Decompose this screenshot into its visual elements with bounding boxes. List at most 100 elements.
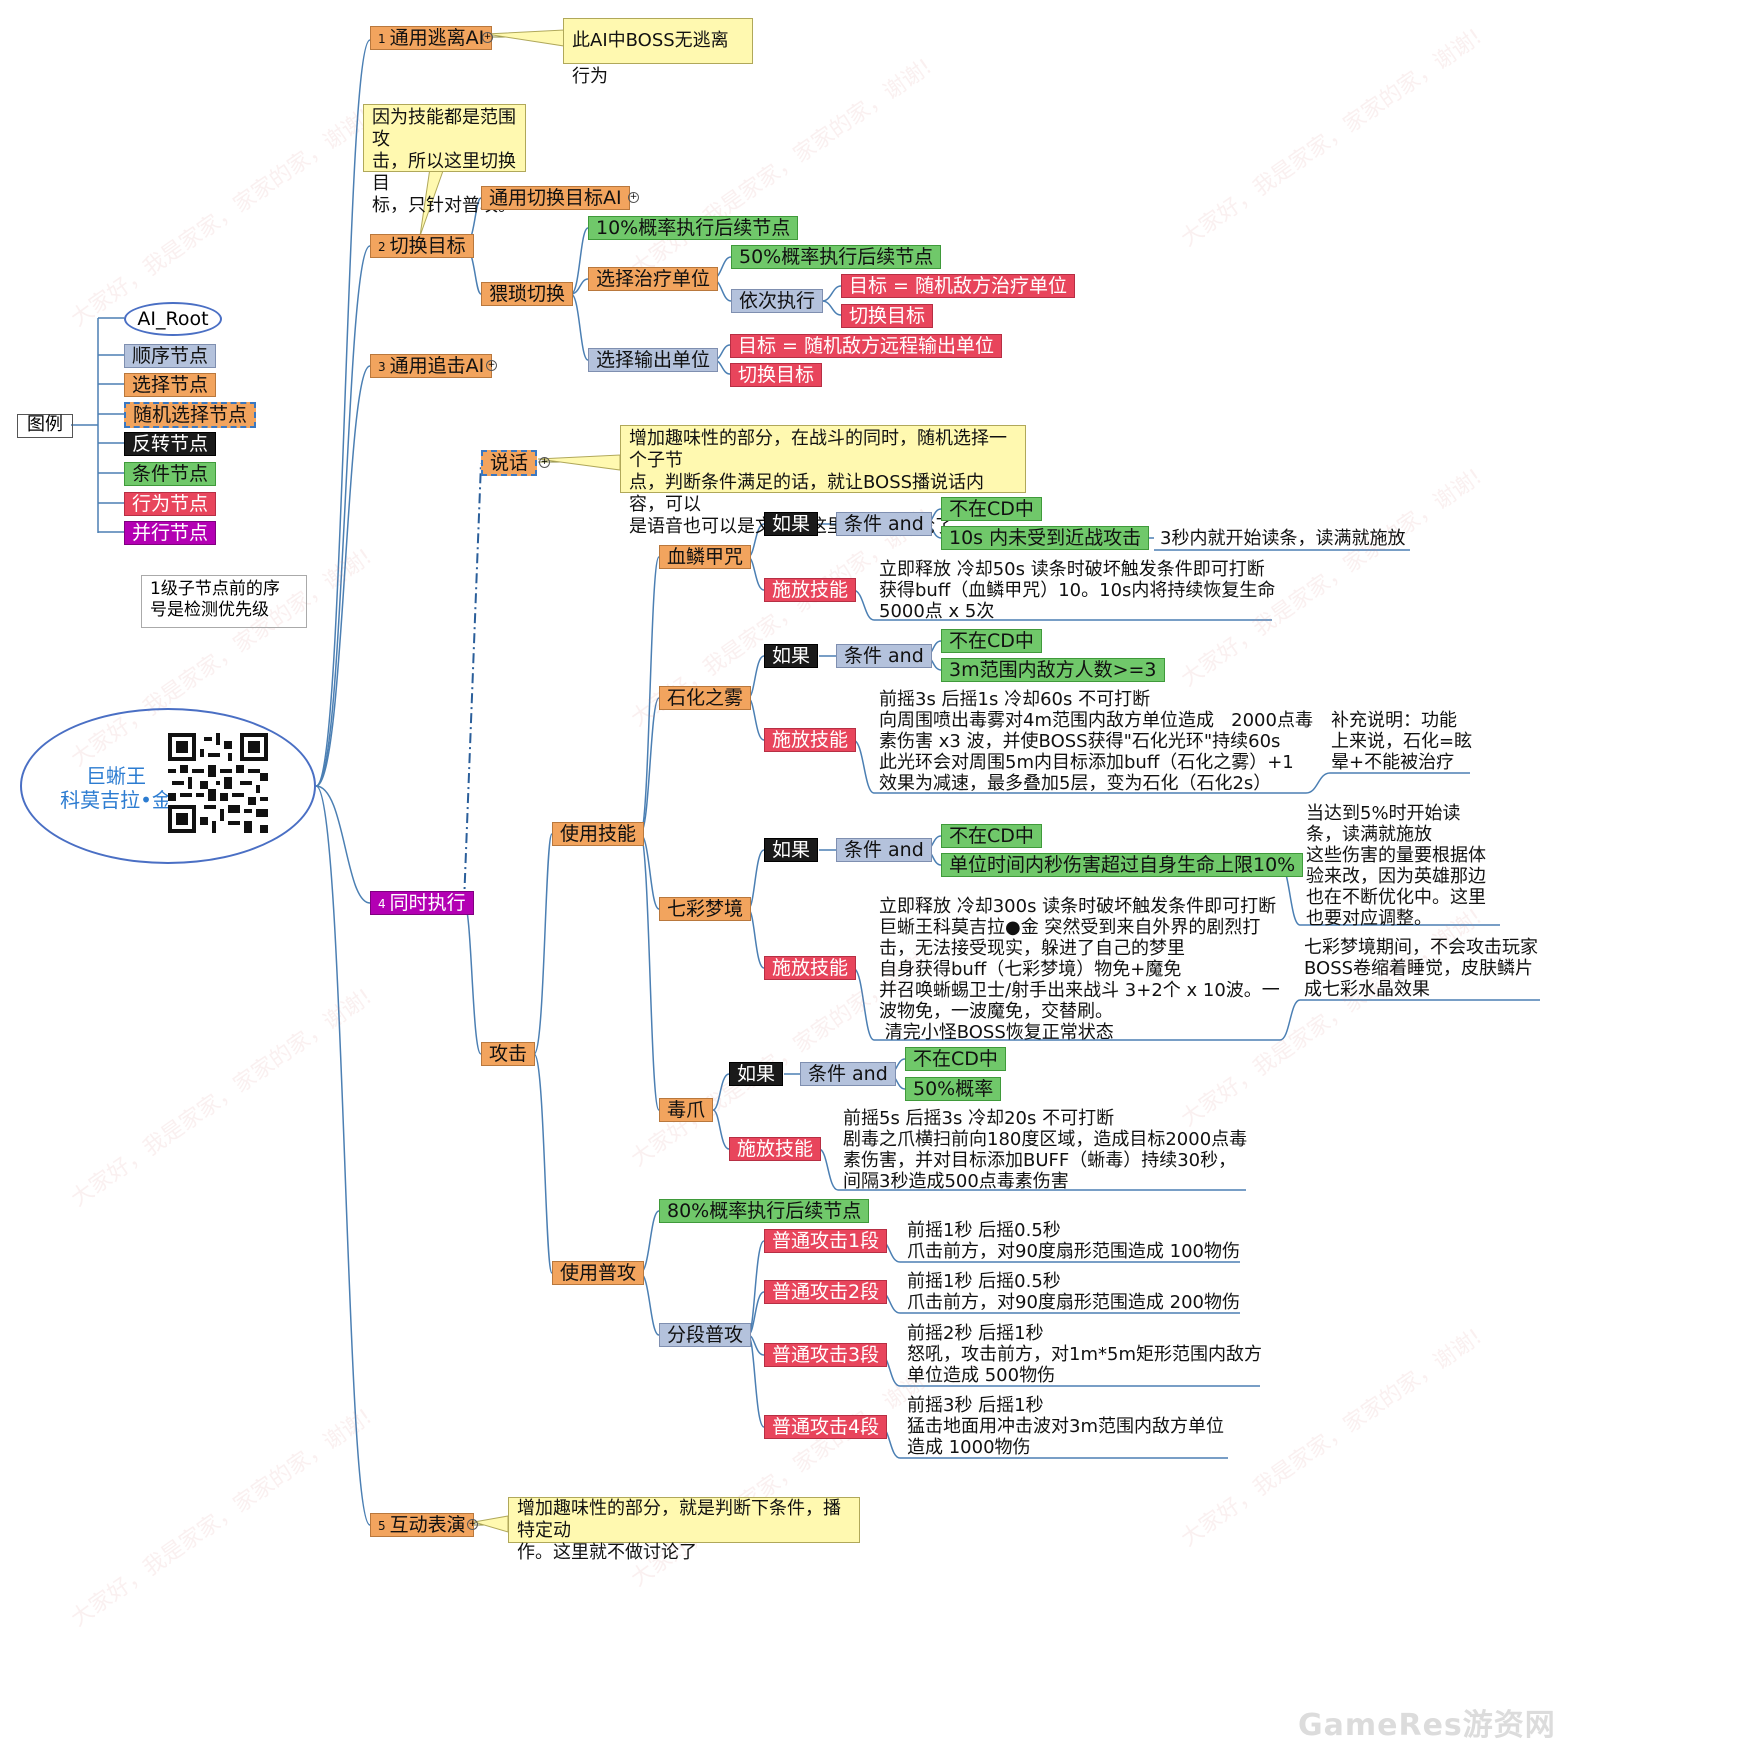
switch-target-action[interactable]: 切换目标 [841,304,934,328]
legend-cond-node[interactable]: 条件节点 [124,462,217,486]
legend-sel-node[interactable]: 选择节点 [124,373,217,397]
dps-exceeds-threshold[interactable]: 单位时间内秒伤害超过自身生命上限10% [941,853,1304,877]
select-dps[interactable]: 选择输出单位 [588,348,719,372]
cast-skill[interactable]: 施放技能 [729,1137,822,1161]
normal-attack-2[interactable]: 普通攻击2段 [764,1280,888,1304]
cunning-switch[interactable]: 猥琐切换 [481,282,574,306]
priority-index: 1 [378,32,386,46]
attack-desc: 前摇3秒 后摇1秒猛击地面用冲击波对3m范围内敌方单位造成 1000物伤 [907,1395,1224,1458]
skill-blood-scale[interactable]: 血鳞甲咒 [659,545,752,569]
target-random-ranged[interactable]: 目标 = 随机敌方远程输出单位 [730,334,1002,358]
note-line: 晕+不能被治疗 [1331,752,1455,773]
note-line: 点，判断条件满足的话，就让BOSS播说话内容，可以 [629,472,985,515]
legend-invert-node[interactable]: 反转节点 [124,432,217,456]
note-line: 作。这里就不做讨论了 [517,1542,697,1563]
desc-line: 前摇3s 后摇1s 冷却60s 不可打断 [879,689,1151,710]
cast-skill[interactable]: 施放技能 [764,956,857,980]
desc-line: 剧毒之爪横扫前向180度区域，造成目标2000点毒 [843,1129,1248,1150]
skill-petrify-fog[interactable]: 石化之雾 [659,686,752,710]
cond-and-node[interactable]: 条件 and [836,512,932,536]
qr-code-icon [168,733,268,833]
legend-seq-node[interactable]: 顺序节点 [124,344,217,368]
collapse-icon[interactable]: + [628,192,639,203]
desc-line: 前摇1秒 后摇0.5秒 [907,1271,1061,1292]
generic-switch-target-ai[interactable]: 通用切换目标AI [481,186,630,210]
priority-note: 1级子节点前的序 号是检测优先级 [141,575,307,628]
legend-ai-root[interactable]: AI_Root [124,302,222,336]
petrify-note: 补充说明：功能上来说，石化=眩晕+不能被治疗 [1331,710,1472,773]
segmented-attack[interactable]: 分段普攻 [659,1323,752,1347]
collapse-icon[interactable]: + [467,1519,478,1530]
not-in-cd[interactable]: 不在CD中 [941,497,1042,521]
cast-skill[interactable]: 施放技能 [764,578,857,602]
desc-line: 怒吼，攻击前方，对1m*5m矩形范围内敌方 [907,1344,1262,1365]
not-in-cd[interactable]: 不在CD中 [905,1047,1006,1071]
note-line: 当达到5%时开始读 [1306,803,1461,824]
legend-random-node[interactable]: 随机选择节点 [124,402,257,428]
collapse-icon[interactable]: + [539,457,550,468]
branch-label: 通用追击AI [389,355,485,377]
normal-attack-3[interactable]: 普通攻击3段 [764,1343,888,1367]
sequence-exec[interactable]: 依次执行 [731,289,824,313]
attack-desc: 前摇2秒 后摇1秒怒吼，攻击前方，对1m*5m矩形范围内敌方单位造成 500物伤 [907,1323,1262,1386]
prob-10-condition[interactable]: 10%概率执行后续节点 [588,216,799,240]
skill-rainbow-dream[interactable]: 七彩梦境 [659,897,752,921]
desc-line: 波物免，一波魔免，交替刷。 [879,1001,1113,1022]
no-melee-10s[interactable]: 10s 内未受到近战攻击 [941,526,1150,550]
talk-node[interactable]: 说话 [481,450,538,476]
desc-line: 猛击地面用冲击波对3m范围内敌方单位 [907,1416,1224,1437]
use-skill-node[interactable]: 使用技能 [552,822,645,846]
legend-label[interactable]: 图例 [17,414,73,438]
skill-poison-claw[interactable]: 毒爪 [659,1098,714,1122]
target-random-healer[interactable]: 目标 = 随机敌方治疗单位 [841,274,1075,298]
if-node[interactable]: 如果 [764,644,819,668]
if-node[interactable]: 如果 [729,1062,784,1086]
cast-skill[interactable]: 施放技能 [764,728,857,752]
root-title: 巨蜥王 科莫吉拉•金 [56,764,176,812]
talk-note: 增加趣味性的部分，在战斗的同时，随机选择一个子节 点，判断条件满足的话，就让BO… [620,425,1026,537]
desc-line: 清完小怪BOSS恢复正常状态 [879,1022,1114,1043]
legend-parallel-node[interactable]: 并行节点 [124,521,217,545]
collapse-icon[interactable]: + [486,360,497,371]
note-line: 上来说，石化=眩 [1331,731,1473,752]
note-line: 也在不断优化中。这里 [1306,887,1486,908]
skill-desc: 立即释放 冷却300s 读条时破坏触发条件即可打断巨蜥王科莫吉拉●金 突然受到来… [879,896,1280,1043]
note-line: 成七彩水晶效果 [1304,979,1430,1000]
legend-action-node[interactable]: 行为节点 [124,492,217,516]
attack-node[interactable]: 攻击 [481,1042,536,1066]
prob-50[interactable]: 50%概率 [905,1077,1002,1101]
not-in-cd[interactable]: 不在CD中 [941,824,1042,848]
desc-line: 立即释放 冷却300s 读条时破坏触发条件即可打断 [879,896,1277,917]
normal-attack-1[interactable]: 普通攻击1段 [764,1229,888,1253]
desc-line: 单位造成 500物伤 [907,1365,1056,1386]
cond-and-node[interactable]: 条件 and [800,1062,896,1086]
normal-attack-4[interactable]: 普通攻击4段 [764,1415,888,1439]
branch-label: 互动表演 [389,1514,466,1536]
note-line: 七彩梦境期间，不会攻击玩家 [1304,937,1538,958]
branch-label: 同时执行 [389,892,466,914]
use-normal-attack-node[interactable]: 使用普攻 [552,1261,645,1285]
site-logo: GameRes游资网 [1298,1708,1556,1743]
root-title-line2: 科莫吉拉•金 [60,788,172,812]
dps-threshold-note: 当达到5%时开始读条，读满就施放这些伤害的量要根据体验来改，因为英雄那边也在不断… [1306,803,1486,929]
if-node[interactable]: 如果 [764,512,819,536]
interactive-show-note: 增加趣味性的部分，就是判断下条件，播特定动 作。这里就不做讨论了 [508,1497,860,1563]
root-node[interactable] [20,708,316,864]
cond-and-node[interactable]: 条件 and [836,644,932,668]
switch-target-action[interactable]: 切换目标 [730,363,823,387]
prob-50-condition[interactable]: 50%概率执行后续节点 [731,245,942,269]
cond-and-node[interactable]: 条件 and [836,838,932,862]
select-healer[interactable]: 选择治疗单位 [588,267,719,291]
not-in-cd[interactable]: 不在CD中 [941,629,1042,653]
enemies-in-range[interactable]: 3m范围内敌方人数>=3 [941,658,1165,682]
if-node[interactable]: 如果 [764,838,819,862]
skill-desc: 前摇3s 后摇1s 冷却60s 不可打断向周围喷出毒雾对4m范围内敌方单位造成 … [879,689,1313,794]
prob-80-condition[interactable]: 80%概率执行后续节点 [659,1199,870,1223]
desc-line: 并召唤蜥蜴卫士/射手出来战斗 3+2个 x 10波。一 [879,980,1280,1001]
collapse-icon[interactable]: + [482,32,493,43]
